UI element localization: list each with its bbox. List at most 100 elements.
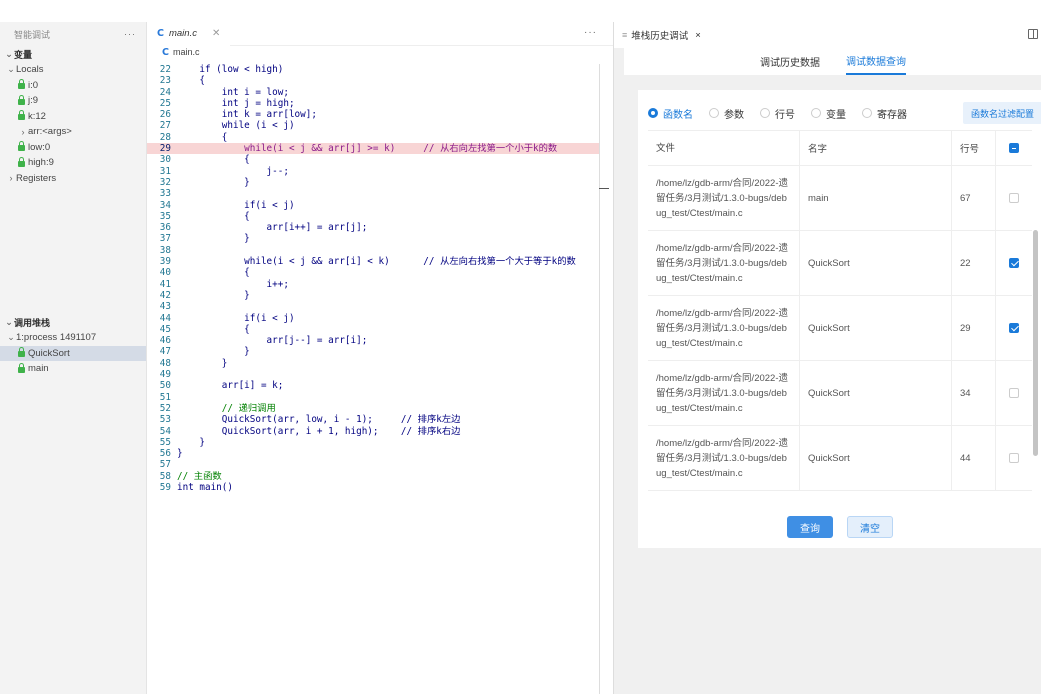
code-text: while(i < j && arr[j] >= k) // 从右向左找第一个小… (177, 143, 558, 155)
code-line: 43 (147, 301, 613, 312)
code-line: 35 { (147, 211, 613, 222)
select-all-checkbox[interactable] (1009, 143, 1019, 153)
editor-tab-main-c[interactable]: C main.c ✕ (147, 21, 231, 46)
stack-frame-item[interactable]: QuickSort (0, 345, 146, 361)
registers-node[interactable]: › Registers (0, 171, 146, 187)
filter-radio[interactable]: 函数名 (648, 106, 693, 121)
code-text: int main() (177, 481, 233, 493)
file-cell: /home/lz/gdb-arm/合同/2022-遗留任务/3月测试/1.3.0… (648, 361, 800, 425)
close-icon[interactable]: × (695, 29, 701, 41)
file-cell: /home/lz/gdb-arm/合同/2022-遗留任务/3月测试/1.3.0… (648, 296, 800, 360)
line-number: 49 (159, 369, 171, 381)
line-number: 37 (159, 233, 171, 245)
locals-node[interactable]: ⌄ Locals (0, 62, 146, 78)
line-cell: 67 (952, 166, 996, 230)
code-line: 50 arr[i] = k; (147, 380, 613, 391)
editor-more-button[interactable]: ··· (584, 27, 597, 38)
radio-circle[interactable] (862, 108, 872, 118)
c-file-icon: C (162, 46, 169, 58)
clear-button[interactable]: 清空 (847, 516, 893, 538)
local-variable-label: low:0 (28, 141, 51, 153)
editor-scrollbar[interactable] (599, 64, 613, 694)
table-row[interactable]: /home/lz/gdb-arm/合同/2022-遗留任务/3月测试/1.3.0… (648, 361, 1032, 426)
code-line: 37 } (147, 233, 613, 244)
lock-icon (18, 362, 25, 373)
local-variable-item[interactable]: j:9 (0, 93, 146, 109)
filter-radio[interactable]: 寄存器 (862, 106, 907, 121)
panel-tab-label: 堆栈历史调试 (631, 31, 689, 42)
filter-radio-label: 函数名 (663, 109, 693, 121)
local-variable-item[interactable]: low:0 (0, 140, 146, 156)
process-label: 1:process 1491107 (16, 332, 97, 344)
code-line: 28 { (147, 132, 613, 143)
row-checkbox[interactable] (1009, 323, 1019, 333)
code-text: { (177, 210, 250, 222)
code-line: 29 while(i < j && arr[j] >= k) // 从右向左找第… (147, 143, 613, 155)
code-line: 36 arr[i++] = arr[j]; (147, 222, 613, 233)
filter-radio-label: 寄存器 (877, 109, 907, 121)
subtab-query[interactable]: 调试数据查询 (846, 48, 906, 75)
subtab-history[interactable]: 调试历史数据 (760, 58, 820, 69)
local-variable-item[interactable]: i:0 (0, 78, 146, 94)
code-line: 30 { (147, 154, 613, 165)
line-number: 52 (159, 402, 171, 414)
query-button[interactable]: 查询 (787, 516, 833, 538)
radio-circle[interactable] (811, 108, 821, 118)
radio-circle[interactable] (760, 108, 770, 118)
local-variable-item[interactable]: high:9 (0, 155, 146, 171)
table-row[interactable]: /home/lz/gdb-arm/合同/2022-遗留任务/3月测试/1.3.0… (648, 166, 1032, 231)
row-checkbox[interactable] (1009, 258, 1019, 268)
name-cell: QuickSort (800, 361, 952, 425)
breadcrumb-file[interactable]: main.c (172, 47, 200, 57)
variables-section-header[interactable]: ⌄ 变量 (0, 46, 146, 62)
line-number: 50 (159, 380, 171, 392)
sidebar-more-button[interactable]: ··· (124, 29, 136, 39)
code-area[interactable]: 22 if (low < high)23 {24 int i = low;25 … (147, 64, 613, 493)
code-line: 54 QuickSort(arr, i + 1, high); // 排序k右边 (147, 426, 613, 437)
code-text: while (i < j) (177, 120, 295, 132)
lock-icon (18, 79, 25, 90)
code-line: 27 while (i < j) (147, 120, 613, 131)
code-line: 32 } (147, 177, 613, 188)
line-number: 35 (159, 210, 171, 222)
code-line: 48 } (147, 358, 613, 369)
local-variable-item[interactable]: k:12 (0, 109, 146, 125)
header-name: 名字 (800, 131, 952, 165)
line-number: 58 (159, 470, 171, 482)
table-scrollbar[interactable] (1033, 230, 1038, 456)
code-text: } (177, 436, 205, 448)
code-line: 41 i++; (147, 279, 613, 290)
table-row[interactable]: /home/lz/gdb-arm/合同/2022-遗留任务/3月测试/1.3.0… (648, 296, 1032, 361)
chevron-right-icon: › (21, 126, 25, 137)
radio-circle[interactable] (648, 108, 658, 118)
filter-radio[interactable]: 参数 (709, 106, 744, 121)
table-row[interactable]: /home/lz/gdb-arm/合同/2022-遗留任务/3月测试/1.3.0… (648, 426, 1032, 491)
radio-circle[interactable] (709, 108, 719, 118)
row-checkbox[interactable] (1009, 388, 1019, 398)
filter-radio[interactable]: 行号 (760, 106, 795, 121)
stack-frame-item[interactable]: main (0, 361, 146, 377)
line-number: 28 (159, 131, 171, 143)
process-node[interactable]: ⌄ 1:process 1491107 (0, 330, 146, 346)
code-text: while(i < j && arr[i] < k) // 从左向右找第一个大于… (177, 256, 576, 268)
row-checkbox[interactable] (1009, 453, 1019, 463)
code-text: // 主函数 (177, 470, 222, 482)
split-editor-icon[interactable] (1028, 29, 1038, 39)
panel-tab[interactable]: ≡ 堆栈历史调试 × (614, 22, 1041, 48)
code-line: 38 (147, 245, 613, 256)
local-variable-item[interactable]: ›arr:<args> (0, 124, 146, 140)
row-checkbox[interactable] (1009, 193, 1019, 203)
filter-radio[interactable]: 变量 (811, 106, 846, 121)
local-variable-label: high:9 (28, 157, 54, 169)
code-line: 22 if (low < high) (147, 64, 613, 75)
local-variable-label: arr:<args> (28, 126, 72, 138)
filter-config-button[interactable]: 函数名过滤配置 (962, 102, 1041, 124)
table-row[interactable]: /home/lz/gdb-arm/合同/2022-遗留任务/3月测试/1.3.0… (648, 231, 1032, 296)
lock-icon (18, 347, 25, 358)
close-icon[interactable]: ✕ (211, 28, 221, 39)
line-number: 32 (159, 176, 171, 188)
callstack-section-header[interactable]: ⌄ 调用堆栈 (0, 314, 146, 330)
code-text: { (177, 323, 250, 335)
code-line: 46 arr[j--] = arr[i]; (147, 335, 613, 346)
